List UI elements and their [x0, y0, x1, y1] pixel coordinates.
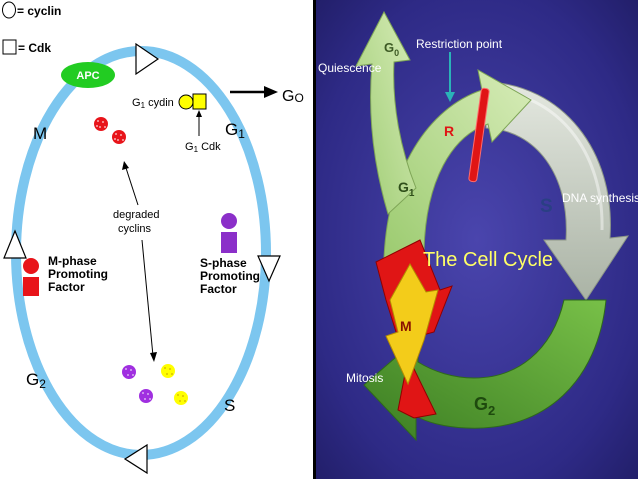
phase-label-s: S: [224, 396, 235, 415]
cyclin-cdk-diagram: = cyclin = Cdk APC GO G1 cydin G1 Cdk M …: [0, 0, 313, 479]
s-factor-label-line1: S-phase: [200, 256, 247, 270]
ring-arrow-left-icon: [3, 229, 27, 259]
cyclin-legend-icon: [2, 1, 16, 19]
s-factor-cdk-icon: [221, 232, 237, 253]
ring-arrow-right-icon: [257, 255, 281, 283]
restriction-pointer-head-icon: [445, 92, 455, 102]
m-factor-cdk-icon: [23, 277, 39, 296]
g1-cdk-pointer-head-icon: [196, 110, 202, 117]
degraded-red-cyclins: [94, 117, 126, 144]
apc-label: APC: [76, 70, 99, 82]
ring-arrow-top-icon: [135, 42, 160, 76]
degraded-label-line1: degraded: [113, 209, 160, 221]
apc-oval: [61, 62, 115, 88]
g1-cdk-label: G1 Cdk: [185, 141, 221, 154]
g1-cyclin-label: G1 cydin: [132, 97, 174, 110]
g1-cdk-icon: [192, 93, 207, 110]
g1-arrow-label: G1: [398, 179, 415, 199]
m-factor-label-line1: M-phase: [48, 254, 97, 268]
restriction-bar: [468, 87, 490, 183]
s-arrow-label: S: [540, 196, 553, 217]
cyclin-legend-label: = cyclin: [17, 4, 61, 18]
mitosis-label: Mitosis: [346, 371, 383, 385]
m-factor-cyclin-icon: [23, 258, 39, 274]
g2-arrow-label: G2: [474, 394, 495, 418]
m-factor-label-line2: Promoting: [48, 267, 108, 281]
phase-label-m: M: [33, 124, 47, 143]
r-arrow-label: R: [444, 123, 454, 139]
cell-cycle-illustration: The Cell Cycle G0 G1 R S M G2 Restrictio…: [316, 0, 638, 479]
phase-label-g2: G2: [26, 370, 46, 391]
mitosis-yellow-arrow: [385, 262, 439, 386]
cdk-legend-label: = Cdk: [18, 41, 51, 55]
g0-exit-arrowhead-icon: [264, 86, 278, 98]
g0-branch-arrow: [355, 10, 417, 215]
phase-label-g1: G1: [225, 120, 245, 141]
cdk-legend-icon: [2, 39, 17, 55]
g0-label: GO: [282, 88, 304, 105]
quiescence-label: Quiescence: [318, 61, 382, 75]
degraded-label-line2: cyclins: [118, 223, 152, 235]
dna-synthesis-label: DNA synthesis: [562, 191, 638, 205]
cell-cycle-title: The Cell Cycle: [423, 249, 553, 271]
restriction-point-label: Restriction point: [416, 37, 503, 51]
m-arrow-label: M: [400, 318, 412, 334]
s-factor-label-line2: Promoting: [200, 269, 260, 283]
degraded-up-arrow-line: [125, 167, 139, 206]
m-factor-label-line3: Factor: [48, 280, 85, 294]
g0-arrow-label: G0: [384, 40, 399, 58]
g1-cyclin-icon: [178, 94, 194, 110]
degraded-up-arrowhead-icon: [122, 161, 129, 170]
degraded-down-arrowhead-icon: [150, 352, 157, 362]
s-phase-arrow: [485, 81, 630, 301]
degraded-mixed-cyclins: [122, 364, 188, 405]
degraded-down-arrow-line: [141, 239, 154, 357]
ring-arrow-bottom-icon: [123, 443, 148, 475]
s-factor-cyclin-icon: [221, 213, 237, 229]
s-factor-label-line3: Factor: [200, 282, 237, 296]
